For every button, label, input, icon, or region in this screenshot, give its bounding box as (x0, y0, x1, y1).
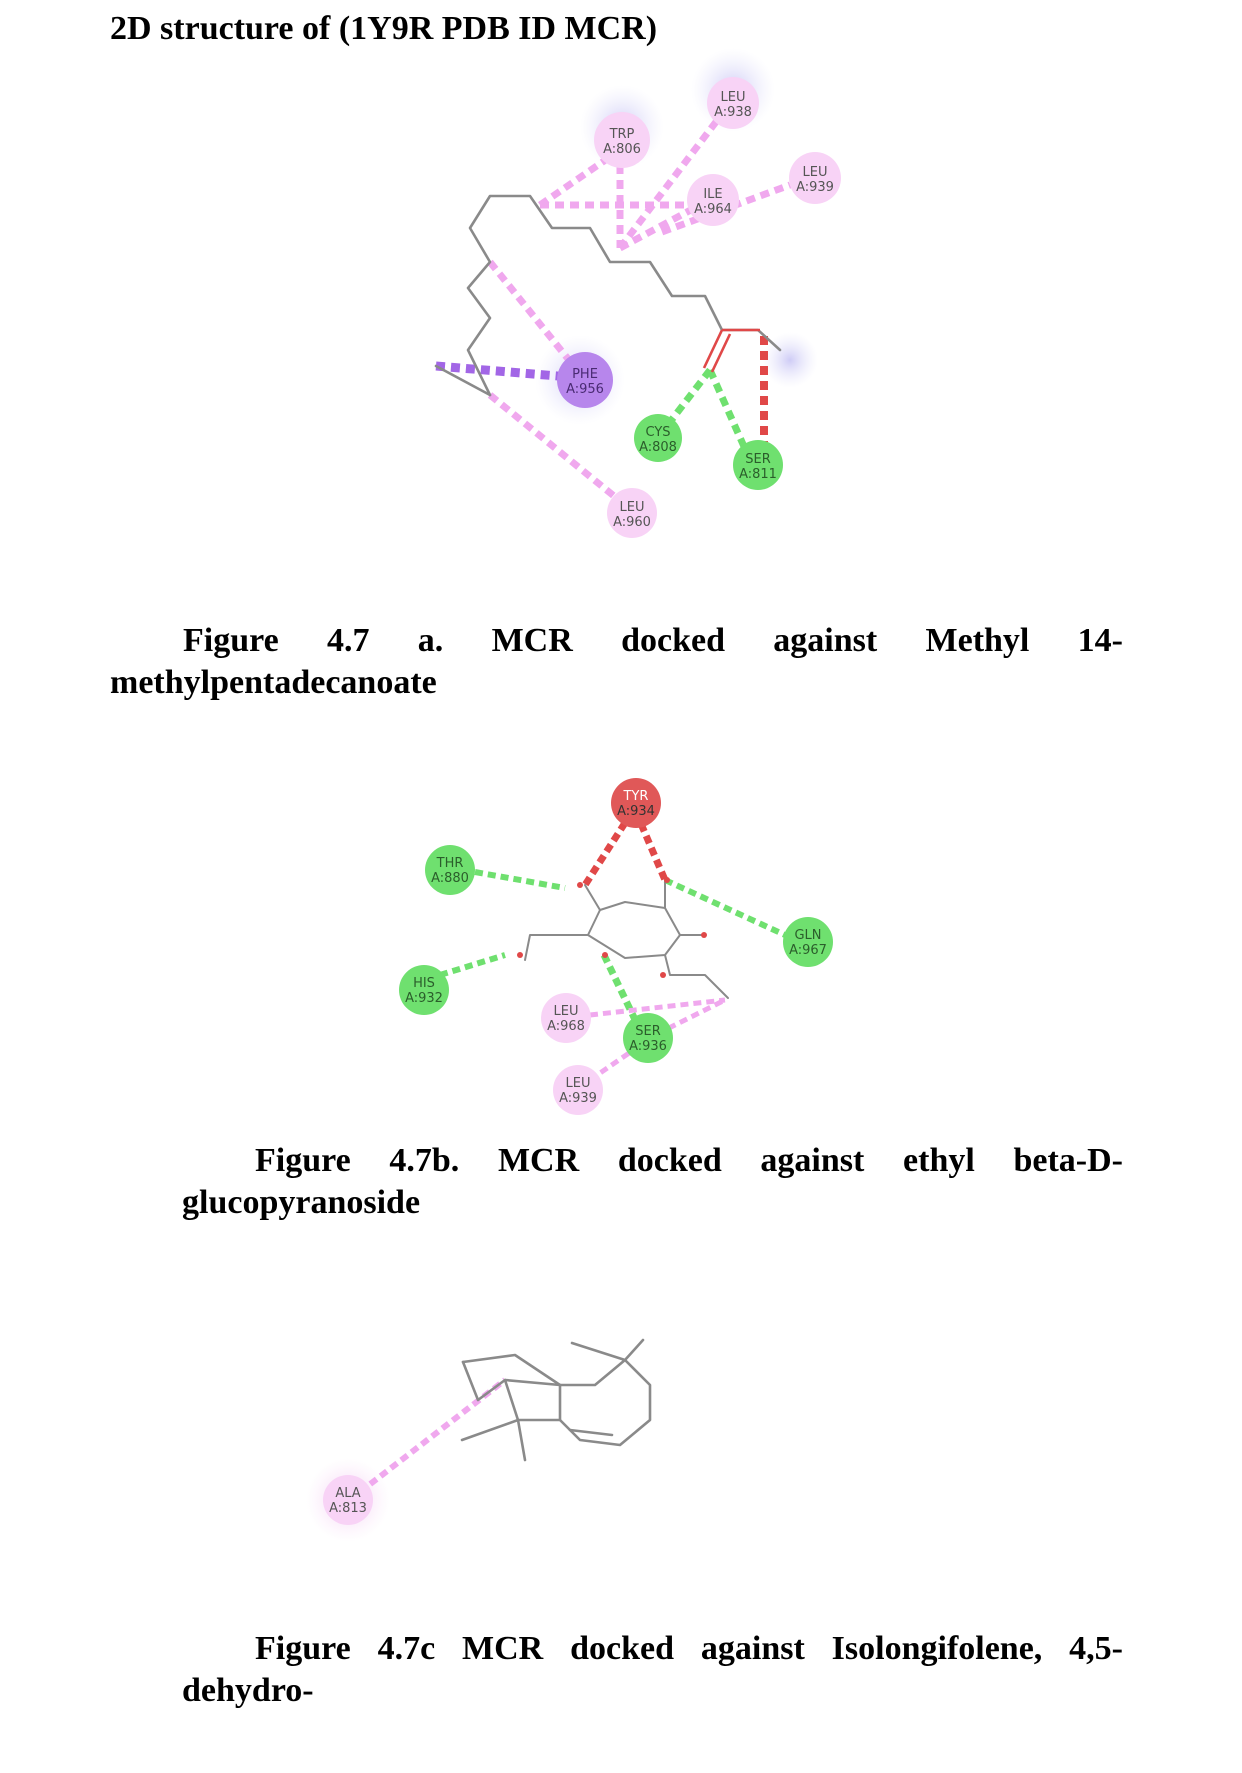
svg-text:TRP: TRP (609, 127, 635, 142)
svg-text:A:934: A:934 (617, 804, 655, 819)
svg-text:SER: SER (635, 1024, 661, 1039)
residue-thr-880: THR A:880 (425, 845, 475, 895)
svg-text:A:808: A:808 (639, 440, 677, 455)
residue-cys-808: CYS A:808 (634, 414, 682, 462)
carbonyl-bond (702, 329, 724, 369)
residue-leu-938: LEU A:938 (707, 77, 759, 129)
svg-text:HIS: HIS (413, 976, 435, 991)
svg-text:LEU: LEU (620, 500, 645, 515)
ligand-bond (516, 1418, 527, 1462)
svg-text:A:806: A:806 (603, 142, 641, 157)
ligand-bond (664, 954, 729, 999)
figure-a-diagram: TRP A:806 LEU A:938 LEU A:939 ILE A:964 … (434, 48, 841, 538)
residue-ser-936: SER A:936 (623, 1013, 673, 1063)
svg-text:THR: THR (436, 856, 464, 871)
residue-ile-964: ILE A:964 (687, 174, 739, 226)
interaction-line (474, 869, 566, 891)
svg-text:SER: SER (745, 452, 771, 467)
svg-text:A:964: A:964 (694, 202, 732, 217)
ligand-bond (461, 1360, 562, 1402)
residue-trp-806: TRP A:806 (594, 112, 650, 168)
ligand-bond (460, 1418, 520, 1442)
svg-text:A:968: A:968 (547, 1019, 585, 1034)
residue-leu-939: LEU A:939 (553, 1065, 603, 1115)
residue-ser-811: SER A:811 (733, 440, 783, 490)
svg-text:ALA: ALA (335, 1486, 360, 1501)
svg-text:A:932: A:932 (405, 991, 443, 1006)
svg-text:LEU: LEU (803, 165, 828, 180)
figure-a-caption: Figure 4.7 a. MCR docked against Methyl … (110, 622, 1123, 701)
ligand-bond (503, 1378, 562, 1422)
svg-text:A:956: A:956 (566, 382, 604, 397)
residue-phe-956: PHE A:956 (557, 352, 613, 408)
svg-text:A:939: A:939 (559, 1091, 597, 1106)
svg-text:TYR: TYR (623, 789, 649, 804)
figure-c-caption: Figure 4.7c MCR docked against Isolongif… (182, 1630, 1123, 1709)
svg-text:A:967: A:967 (789, 943, 827, 958)
ligand-bond (623, 1338, 645, 1362)
interaction-line (435, 361, 571, 382)
svg-text:A:880: A:880 (431, 871, 469, 886)
svg-text:A:939: A:939 (796, 180, 834, 195)
svg-text:CYS: CYS (645, 425, 670, 440)
figure-c-diagram: ALA A:813 (306, 1338, 652, 1542)
svg-text:A:936: A:936 (629, 1039, 667, 1054)
figure-b-diagram: TYR A:934 THR A:880 GLN A:967 HIS A:932 … (399, 778, 833, 1115)
interaction-line (439, 952, 506, 978)
ligand-bond (584, 884, 601, 911)
svg-text:A:938: A:938 (714, 105, 752, 120)
residue-his-932: HIS A:932 (399, 965, 449, 1015)
svg-text:LEU: LEU (554, 1004, 579, 1019)
svg-text:A:960: A:960 (613, 515, 651, 530)
interaction-line (663, 877, 787, 938)
page-heading: 2D structure of (1Y9R PDB ID MCR) (110, 10, 658, 47)
double-bond (568, 1428, 614, 1437)
svg-text:A:813: A:813 (329, 1501, 367, 1516)
ligand-bond (461, 1353, 562, 1387)
interaction-line (618, 201, 702, 252)
residue-leu-968: LEU A:968 (541, 993, 591, 1043)
residue-ala-813: ALA A:813 (323, 1475, 373, 1525)
carbonyl-bond (710, 333, 732, 373)
residue-leu-939: LEU A:939 (789, 152, 841, 204)
residue-leu-960: LEU A:960 (607, 488, 657, 538)
residue-gln-967: GLN A:967 (783, 917, 833, 967)
residue-tyr-934: TYR A:934 (611, 778, 661, 828)
ligand-bond (524, 934, 589, 961)
ligand-bond (570, 1341, 627, 1362)
interaction-line (589, 997, 726, 1018)
svg-text:ILE: ILE (703, 187, 722, 202)
interaction-line (358, 1377, 507, 1495)
ligand-ring (558, 1358, 652, 1447)
ligand-chain (466, 194, 782, 397)
svg-text:GLN: GLN (794, 928, 821, 943)
svg-text:LEU: LEU (566, 1076, 591, 1091)
ligand-bond (434, 364, 492, 397)
svg-text:A:811: A:811 (739, 467, 777, 482)
svg-text:PHE: PHE (572, 367, 598, 382)
figure-b-caption: Figure 4.7b. MCR docked against ethyl be… (182, 1142, 1123, 1221)
svg-text:LEU: LEU (721, 90, 746, 105)
